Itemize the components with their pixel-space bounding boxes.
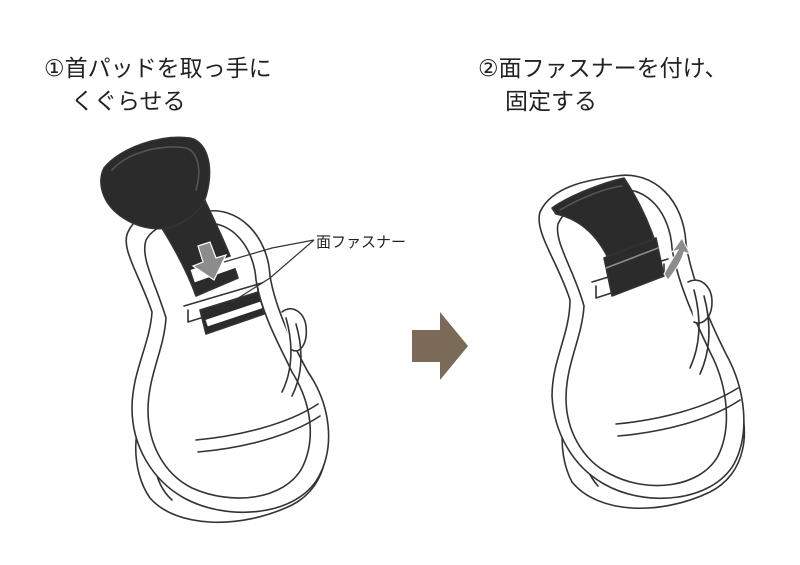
step-1-number: ① bbox=[44, 56, 65, 82]
velcro-strap-line-2 bbox=[605, 247, 659, 269]
neck-pad-1 bbox=[100, 136, 211, 230]
strap-end-edge-1 bbox=[205, 301, 263, 327]
step-1-line-1: ①首パッドを取っ手に bbox=[44, 53, 272, 86]
step-2-title: ②面ファスナーを付け、 固定する bbox=[478, 53, 727, 119]
cross-strap-1 bbox=[195, 403, 321, 453]
step-2-text-1: 面ファスナーを付け、 bbox=[498, 56, 728, 82]
main-body-seam-2 bbox=[556, 188, 728, 487]
step-2-line-1: ②面ファスナーを付け、 bbox=[478, 53, 727, 86]
step-1-text-1: 首パッドを取っ手に bbox=[64, 56, 272, 82]
step-1-title: ①首パッドを取っ手に くぐらせる bbox=[44, 53, 272, 119]
cross-strap-2 bbox=[615, 387, 741, 437]
massager-step-2 bbox=[538, 174, 746, 510]
side-handle-strap-2 bbox=[689, 289, 710, 375]
step-2-number: ② bbox=[478, 56, 499, 82]
side-handle-strap-1 bbox=[281, 317, 302, 397]
fasten-curve-arrow-icon bbox=[663, 237, 691, 281]
leader-line-2 bbox=[231, 239, 315, 303]
callout-leaders bbox=[223, 239, 315, 303]
main-body-seam-1 bbox=[144, 221, 312, 499]
neck-pad-seam-1 bbox=[111, 146, 200, 191]
neck-pad-fold-edge-2 bbox=[559, 185, 623, 211]
main-body-2 bbox=[538, 174, 745, 500]
step-2-line-2: 固定する bbox=[505, 89, 597, 115]
next-step-arrow-icon bbox=[412, 312, 468, 380]
push-down-arrow-icon bbox=[191, 241, 228, 281]
velcro-callout-label: 面ファスナー bbox=[316, 233, 407, 251]
massager-step-1 bbox=[100, 136, 330, 524]
velcro-strap-2 bbox=[603, 237, 665, 297]
step-1-line-2: くぐらせる bbox=[71, 89, 186, 115]
neck-pad-folded-2 bbox=[551, 177, 657, 263]
leader-line-1 bbox=[223, 239, 315, 263]
handle-bracket-top-1 bbox=[183, 282, 263, 307]
